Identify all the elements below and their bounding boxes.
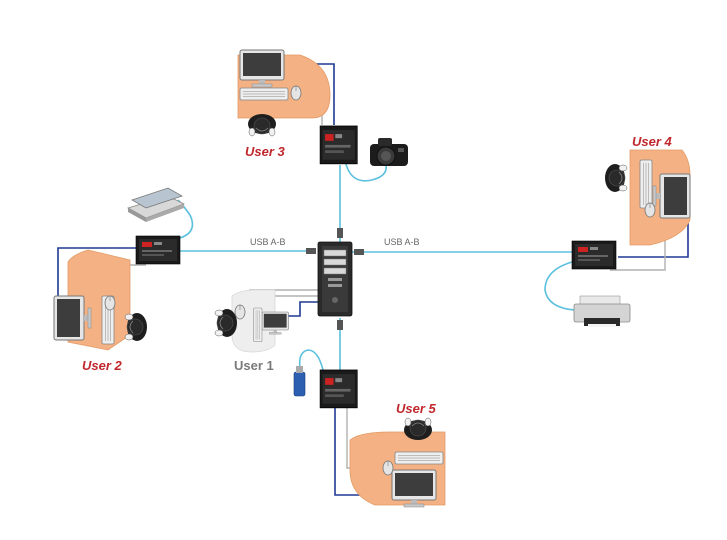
flash-drive-cable [298,349,324,371]
cable-label-left: USB A-B [250,237,286,247]
person-icon-user5 [403,417,433,441]
user-label-3: User 3 [245,144,286,159]
video-cable-user2 [57,247,138,315]
usb-flash-drive-icon [293,366,306,397]
mouse-icon-user5 [382,460,394,476]
user-label-4: User 4 [632,134,673,149]
video-cable-user1 [285,301,318,317]
mouse-icon-user2 [104,295,116,311]
user-label-2: User 2 [82,358,123,373]
keyboard-icon-user3 [239,87,289,101]
cables [57,63,689,496]
cable-label-right: USB A-B [384,237,420,247]
person-icon-user4 [604,163,628,193]
usb-connector-top [337,228,343,238]
scanner-icon [126,187,186,222]
camera-icon [370,138,408,166]
usb-connector-right [354,249,364,255]
printer-icon [573,295,631,327]
mouse-icon-user1 [234,304,246,320]
usb-extender-user3 [319,125,359,165]
user-label-5: User 5 [396,401,437,416]
mouse-icon-user4 [644,202,656,218]
camera-cable [344,159,388,182]
person-icon-user3 [247,113,277,137]
usb-connector-bottom [337,320,343,330]
user-label-1: User 1 [234,358,274,373]
keyboard-icon-user5 [394,451,444,465]
keyboard-icon-user4 [639,159,653,209]
usb-extender-user2 [135,235,181,265]
mouse-icon-user3 [290,85,302,101]
desks [67,54,691,506]
usb-extender-user5 [319,369,359,409]
printer-cable [544,261,576,311]
keyboard-icon-user1 [253,307,263,342]
person-icon-user1 [214,308,238,338]
person-icon-user2 [124,312,148,342]
usb-extender-user4 [571,240,617,270]
usb-connector-left [306,248,316,254]
computer-tower-icon [317,241,353,317]
